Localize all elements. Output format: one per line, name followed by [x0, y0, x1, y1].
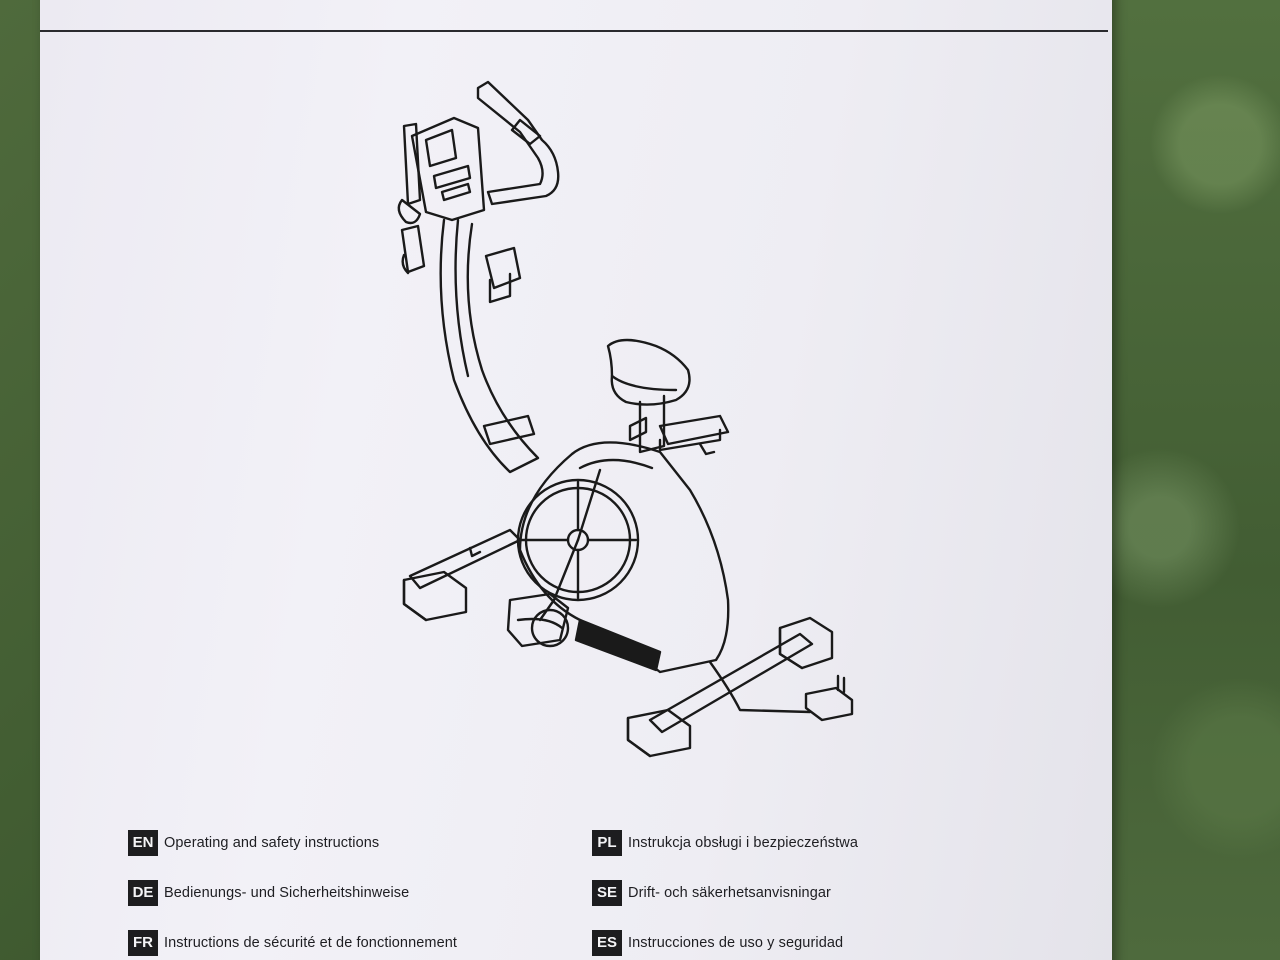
language-code-badge: SE [592, 880, 622, 906]
exercise-bike-illustration [397, 80, 854, 758]
language-item-pl: PL Instrukcja obsługi i bezpieczeństwa [592, 828, 858, 858]
language-code-badge: PL [592, 830, 622, 856]
language-label: Drift- och säkerhetsanvisningar [628, 885, 831, 901]
language-label: Operating and safety instructions [164, 835, 380, 851]
language-list: EN Operating and safety instructions PL … [128, 828, 1028, 960]
language-label: Instructions de sécurité et de fonctionn… [164, 935, 458, 951]
language-item-de: DE Bedienungs- und Sicherheitshinweise [128, 878, 409, 908]
language-code-badge: EN [128, 830, 158, 856]
language-label: Bedienungs- und Sicherheitshinweise [164, 885, 410, 901]
language-label: Instrukcja obsługi i bezpieczeństwa [628, 835, 858, 851]
language-item-en: EN Operating and safety instructions [128, 828, 379, 858]
language-item-se: SE Drift- och säkerhetsanvisningar [592, 878, 831, 908]
language-item-fr: FR Instructions de sécurité et de foncti… [128, 928, 457, 958]
language-code-badge: FR [128, 930, 158, 956]
language-code-badge: DE [128, 880, 158, 906]
language-label: Instrucciones de uso y seguridad [628, 935, 844, 951]
language-item-es: ES Instrucciones de uso y seguridad [592, 928, 843, 958]
language-code-badge: ES [592, 930, 622, 956]
green-table-surface [1080, 0, 1280, 960]
header-rule [40, 30, 1108, 32]
manual-cover-page: EN Operating and safety instructions PL … [40, 0, 1112, 960]
